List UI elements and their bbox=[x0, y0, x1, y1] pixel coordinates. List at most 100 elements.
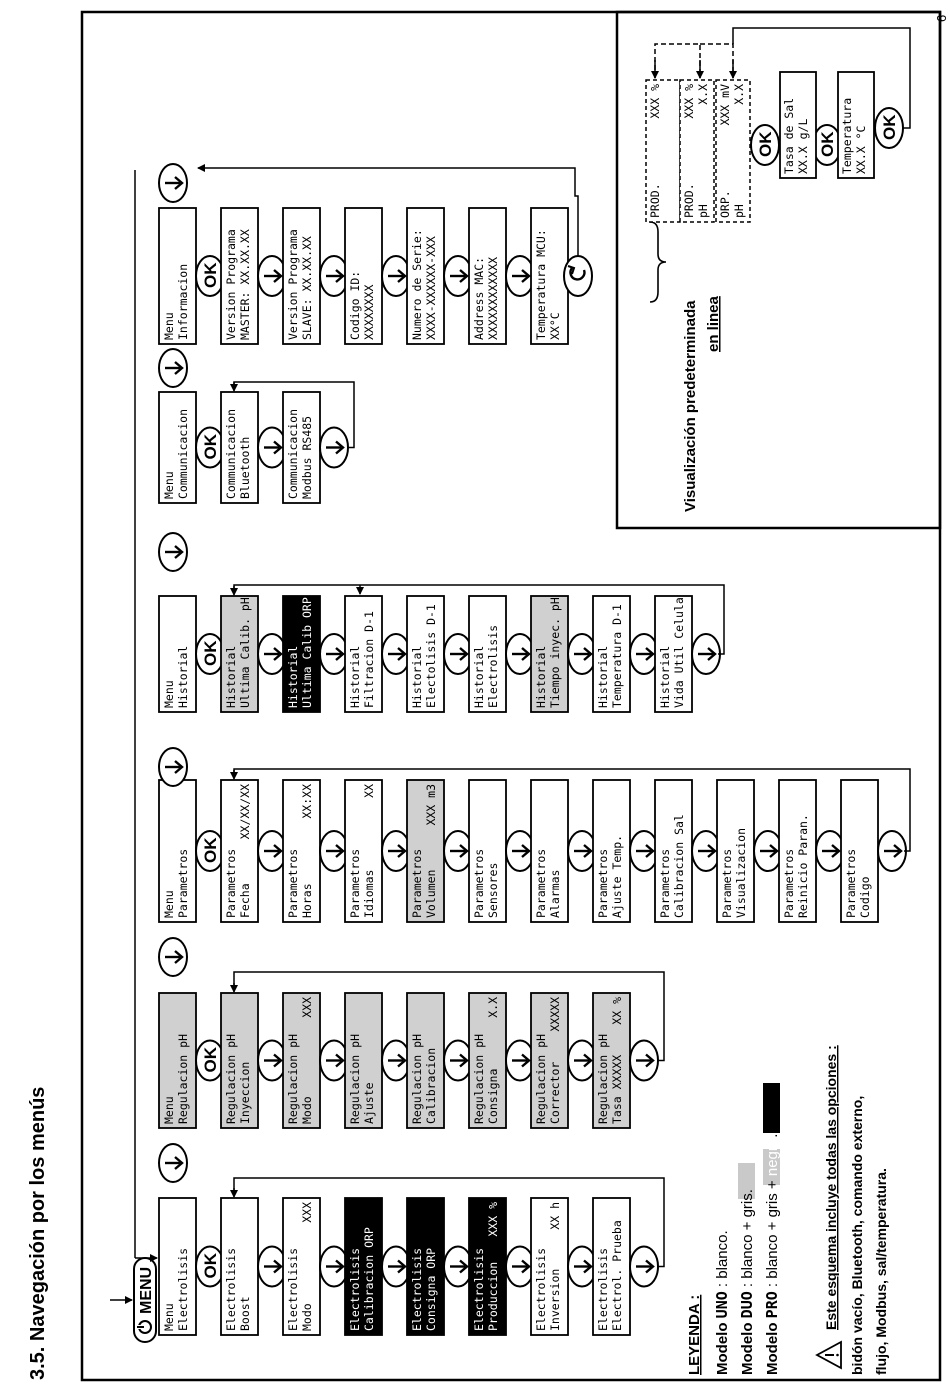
next-arrow-button[interactable] bbox=[877, 830, 907, 872]
display-ok-button[interactable]: OK bbox=[812, 124, 842, 166]
next-arrow-button[interactable] bbox=[319, 633, 349, 675]
next-arrow-button[interactable] bbox=[505, 830, 535, 872]
next-arrow-button[interactable] bbox=[505, 633, 535, 675]
next-arrow-button[interactable] bbox=[505, 255, 535, 297]
menu-item-box[interactable]: Address MAC: XXXXXXXXXXXX bbox=[468, 207, 507, 345]
next-arrow-button[interactable] bbox=[567, 1039, 597, 1082]
ok-button[interactable]: OK bbox=[195, 255, 225, 297]
next-arrow-button[interactable] bbox=[443, 830, 473, 872]
next-arrow-button[interactable] bbox=[381, 255, 411, 297]
next-arrow-button[interactable] bbox=[443, 1245, 473, 1288]
ok-button[interactable]: OK bbox=[195, 426, 225, 469]
menu-next-arrow-button[interactable] bbox=[158, 532, 188, 572]
next-arrow-button[interactable] bbox=[567, 633, 597, 675]
ok-button[interactable]: OK bbox=[195, 830, 225, 872]
ok-button[interactable]: OK bbox=[195, 633, 225, 675]
next-arrow-button[interactable] bbox=[319, 426, 349, 469]
display-ok-button[interactable]: OK bbox=[874, 107, 904, 149]
next-arrow-button[interactable] bbox=[691, 633, 721, 675]
next-arrow-button[interactable] bbox=[319, 255, 349, 297]
next-arrow-button[interactable] bbox=[815, 830, 845, 872]
next-arrow-button[interactable] bbox=[319, 1039, 349, 1082]
next-arrow-button[interactable] bbox=[257, 633, 287, 675]
next-arrow-button[interactable] bbox=[443, 255, 473, 297]
ok-button[interactable]: OK bbox=[195, 1245, 225, 1288]
next-arrow-button[interactable] bbox=[567, 1245, 597, 1288]
next-arrow-button[interactable] bbox=[443, 633, 473, 675]
menu-next-arrow-button[interactable] bbox=[158, 937, 188, 977]
next-arrow-button[interactable] bbox=[257, 1039, 287, 1082]
next-arrow-button[interactable] bbox=[629, 633, 659, 675]
next-arrow-button[interactable] bbox=[257, 830, 287, 872]
next-arrow-button[interactable] bbox=[443, 1039, 473, 1082]
next-arrow-button[interactable] bbox=[629, 1245, 659, 1288]
refresh-button[interactable] bbox=[563, 255, 593, 297]
next-arrow-button[interactable] bbox=[381, 830, 411, 872]
next-arrow-button[interactable] bbox=[629, 830, 659, 872]
menu-next-arrow-button[interactable] bbox=[158, 1143, 188, 1183]
next-arrow-button[interactable] bbox=[753, 830, 783, 872]
menu-item-box[interactable]: Temperatura MCU: XX°C bbox=[530, 207, 569, 345]
next-arrow-button[interactable] bbox=[257, 255, 287, 297]
menu-next-arrow-button[interactable] bbox=[158, 747, 188, 787]
next-arrow-button[interactable] bbox=[381, 1039, 411, 1082]
display-ok-button[interactable]: OK bbox=[750, 124, 780, 166]
next-arrow-button[interactable] bbox=[567, 830, 597, 872]
next-arrow-button[interactable] bbox=[691, 830, 721, 872]
next-arrow-button[interactable] bbox=[319, 1245, 349, 1288]
next-arrow-button[interactable] bbox=[381, 633, 411, 675]
next-arrow-button[interactable] bbox=[257, 426, 287, 469]
next-arrow-button[interactable] bbox=[319, 830, 349, 872]
next-arrow-button[interactable] bbox=[505, 1039, 535, 1082]
next-arrow-button[interactable] bbox=[629, 1039, 659, 1082]
menu-next-arrow-button[interactable] bbox=[158, 163, 188, 203]
menu-item-box[interactable]: Codigo ID: XXXXXXXX bbox=[344, 207, 383, 345]
menu-item-box[interactable]: Numero de Serie:XXXX-XXXXXX-XXX bbox=[406, 207, 445, 345]
next-arrow-button[interactable] bbox=[505, 1245, 535, 1288]
next-arrow-button[interactable] bbox=[257, 1245, 287, 1288]
ok-button[interactable]: OK bbox=[195, 1039, 225, 1082]
menu-button[interactable]: MENU bbox=[110, 1257, 157, 1343]
